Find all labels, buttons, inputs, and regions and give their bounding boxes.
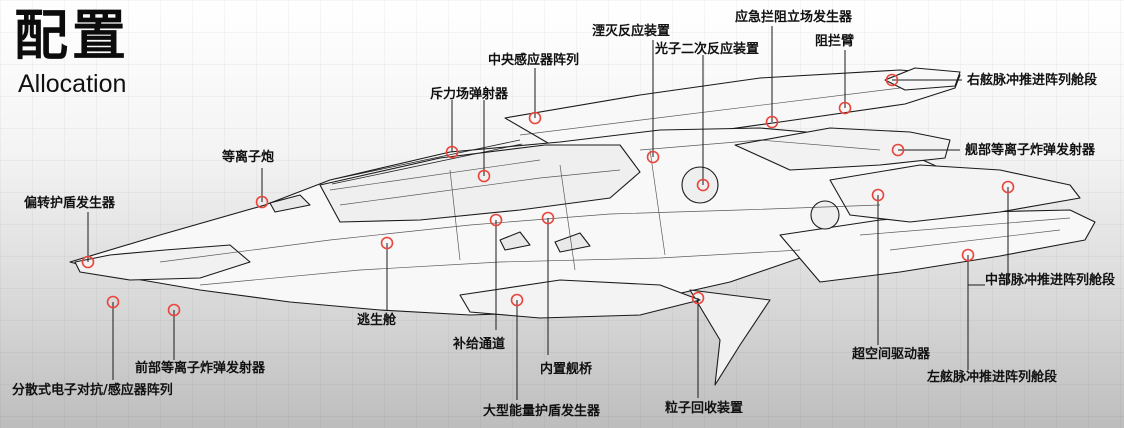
label-supply-passage: 补给通道 bbox=[453, 337, 506, 352]
label-central-sensor-array: 中央感应器阵列 bbox=[488, 53, 580, 68]
label-repulsor-field-ejector: 斥力场弹射器 bbox=[430, 87, 509, 102]
label-arrest-arm: 阻拦臂 bbox=[815, 34, 855, 49]
label-shield-generator: 大型能量护盾发生器 bbox=[483, 404, 601, 419]
label-center-pulse-array: 中部脉冲推进阵列舱段 bbox=[985, 273, 1116, 288]
label-antimatter-reactor: 湮灭反应装置 bbox=[592, 24, 671, 39]
bow bbox=[74, 244, 251, 281]
label-plasma-cannon: 等离子炮 bbox=[222, 150, 275, 165]
page-title: 配置 bbox=[14, 4, 130, 67]
label-emergency-field-generator: 应急拦阻立场发生器 bbox=[735, 10, 853, 25]
label-hyperspace-drive: 超空间驱动器 bbox=[852, 347, 931, 362]
label-starboard-pulse-array: 右舷脉冲推进阵列舱段 bbox=[967, 73, 1098, 88]
label-inner-bridge: 内置舰桥 bbox=[540, 362, 593, 377]
label-front-plasma-launcher: 前部等离子炸弹发射器 bbox=[135, 361, 266, 376]
lower-fin bbox=[689, 289, 771, 386]
label-particle-recovery: 粒子回收装置 bbox=[665, 401, 744, 416]
allocation-markers bbox=[81, 73, 1015, 317]
page-subtitle: Allocation bbox=[18, 70, 127, 98]
label-deflector-shield-generator: 偏转护盾发生器 bbox=[24, 196, 116, 211]
mid-fin bbox=[734, 127, 951, 171]
upper-fin-tip bbox=[884, 67, 961, 91]
right-wing bbox=[829, 164, 1081, 223]
lower-keel bbox=[459, 279, 701, 319]
superstructure bbox=[319, 144, 641, 223]
label-ecm-sensor-array: 分散式电子对抗/感应器阵列 bbox=[12, 383, 173, 398]
label-photon-secondary-reactor: 光子二次反应装置 bbox=[655, 42, 760, 57]
label-escape-pod: 逃生舱 bbox=[357, 313, 397, 328]
label-ventral-plasma-launcher: 舰部等离子炸弹发射器 bbox=[965, 143, 1096, 158]
label-port-pulse-array: 左舷脉冲推进阵列舱段 bbox=[927, 370, 1058, 385]
